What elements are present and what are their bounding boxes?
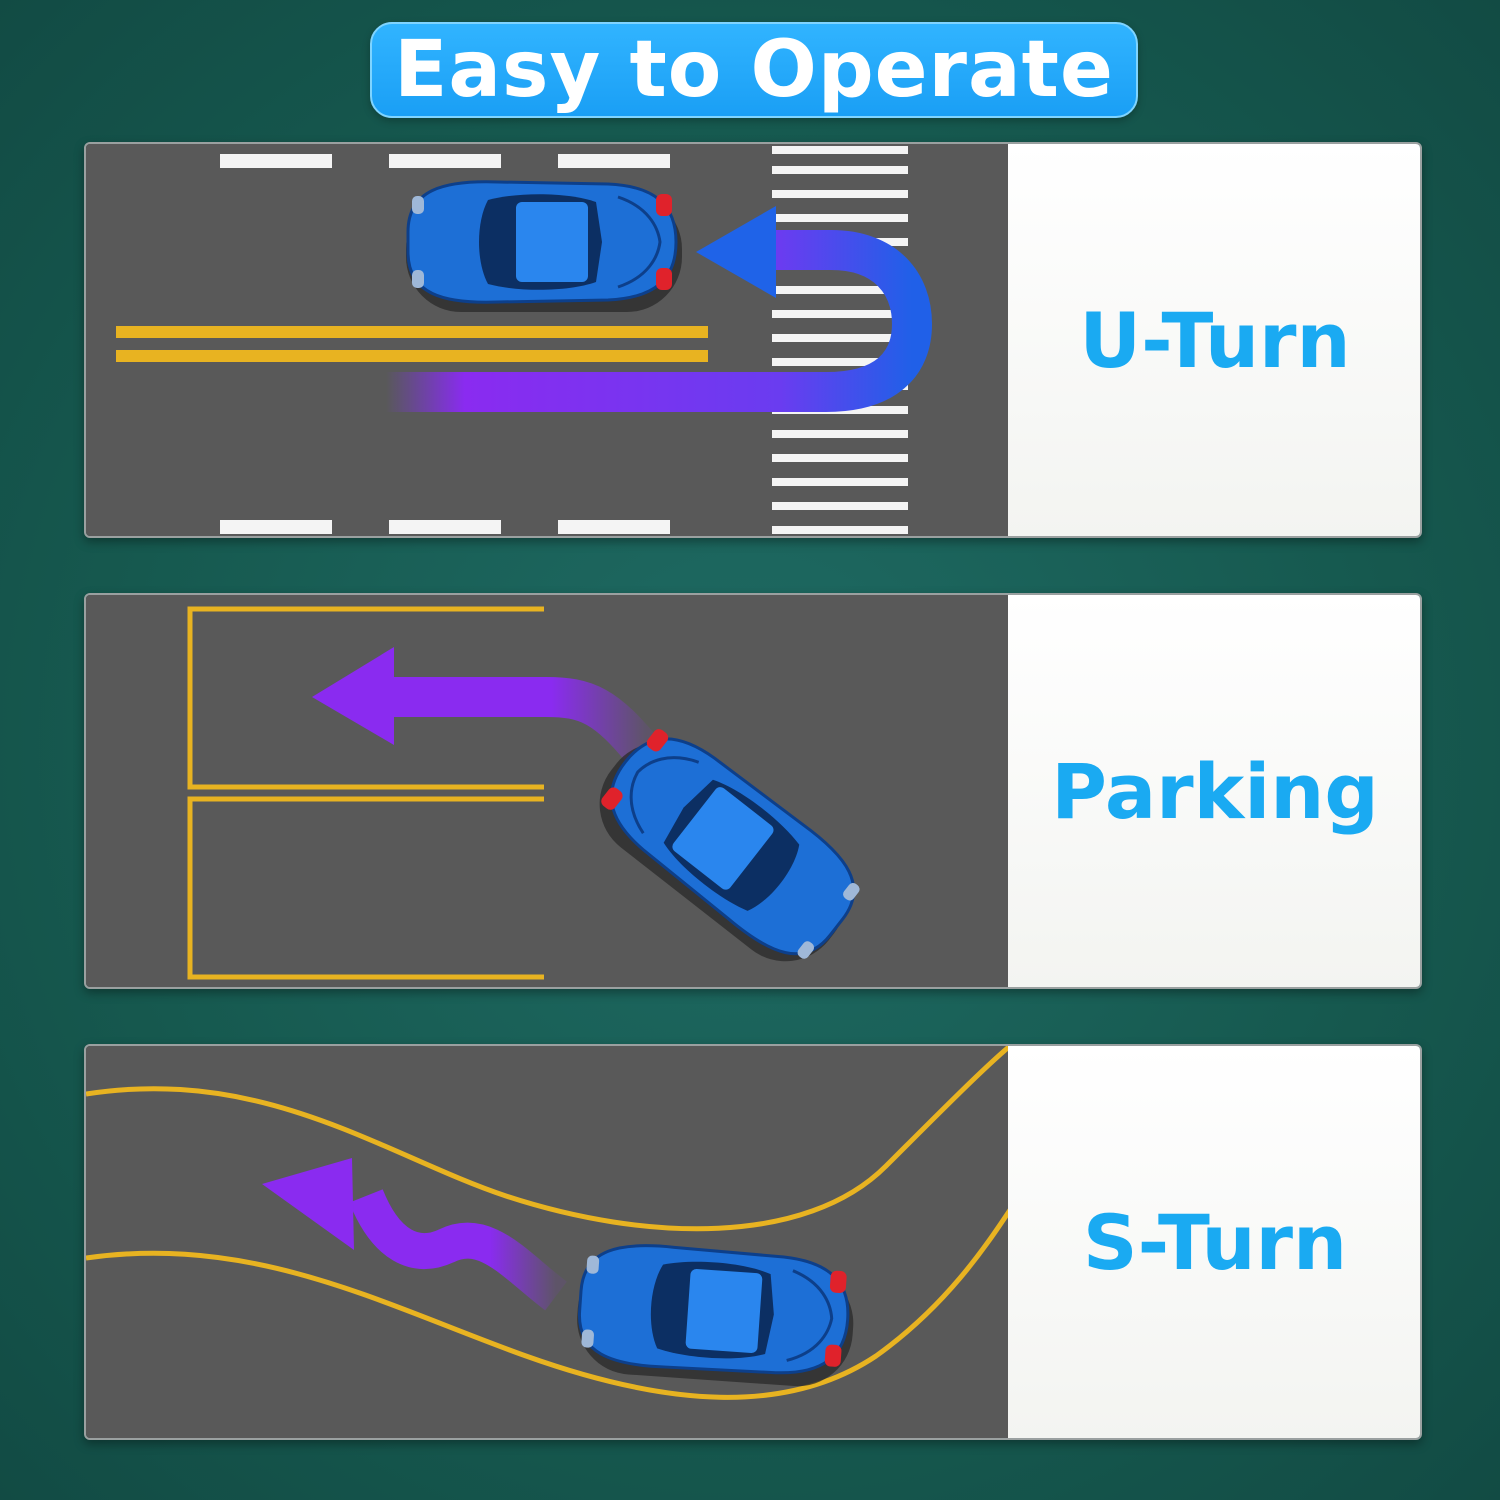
yellow-double-line	[116, 326, 708, 362]
u-turn-panel: U-Turn	[84, 142, 1422, 538]
u-turn-label-box: U-Turn	[1008, 144, 1420, 536]
title-banner: Easy to Operate	[370, 22, 1138, 118]
s-turn-arrow-icon	[262, 1158, 567, 1311]
parking-arrow-icon	[312, 647, 662, 768]
u-turn-label: U-Turn	[1079, 295, 1351, 385]
page-title: Easy to Operate	[394, 25, 1114, 115]
u-turn-arrow-icon	[386, 206, 933, 412]
s-turn-panel: S-Turn	[84, 1044, 1422, 1440]
s-turn-label-box: S-Turn	[1008, 1046, 1420, 1438]
curved-road-lines	[86, 1046, 1013, 1400]
road-surface	[86, 1046, 1010, 1438]
car-icon	[571, 1239, 860, 1392]
parking-label-box: Parking	[1008, 595, 1420, 987]
parking-panel: Parking	[84, 593, 1422, 989]
parking-bays	[187, 606, 544, 980]
s-turn-scene	[86, 1046, 1013, 1438]
lane-dashes-bottom	[220, 520, 670, 534]
s-turn-label: S-Turn	[1082, 1197, 1348, 1287]
parking-label: Parking	[1051, 746, 1379, 836]
lane-dashes-top	[220, 154, 670, 168]
road-surface	[86, 595, 1010, 987]
u-turn-scene	[86, 144, 1010, 536]
parking-scene	[86, 595, 1010, 987]
car-icon	[404, 180, 684, 314]
